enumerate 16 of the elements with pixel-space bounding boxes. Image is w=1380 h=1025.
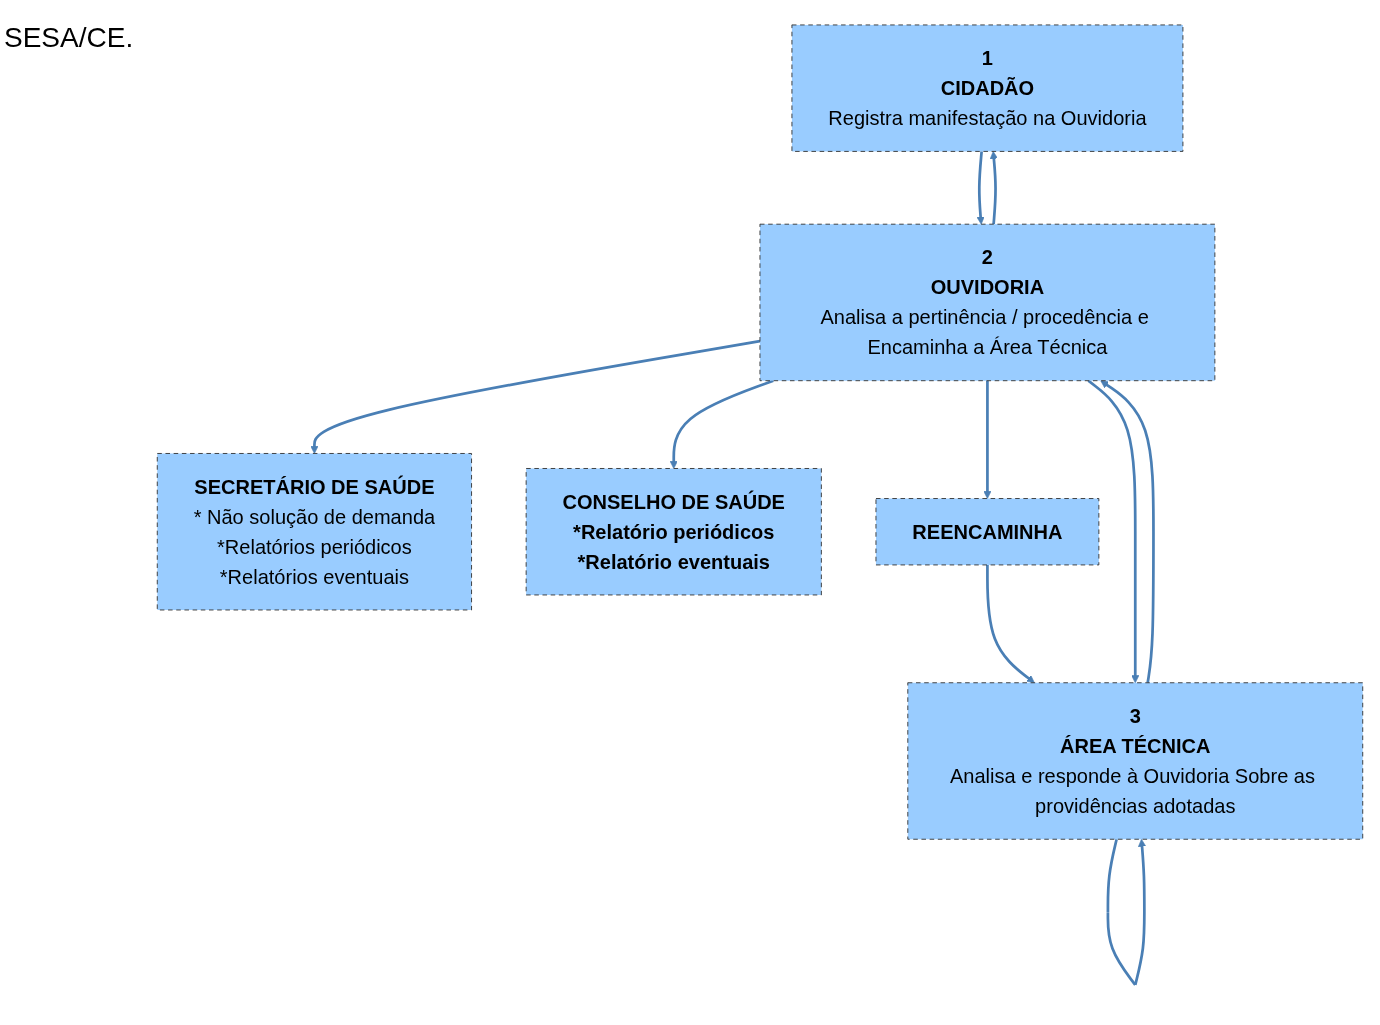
arrow [1100,380,1155,683]
arrow [1106,838,1147,986]
node-box: SECRETÁRIO DE SAÚDE * Não solução de demanda *Relatórios periódicos *Relatórios eventuais [156,453,472,611]
arrow [1087,379,1140,684]
node-box: 1 CIDADÃO Registra manifestação na Ouvidoria [791,24,1184,152]
arrow [989,151,998,225]
node-box: 2 OUVIDORIA Analisa a pertinência / procedência e Encaminha a Área Técnica [759,223,1216,382]
arrow [976,151,985,225]
arrow [310,339,761,454]
node-box: REENCAMINHA [875,498,1100,566]
arrow [983,380,992,499]
node-box: 3 ÁREA TÉCNICA Analisa e responde à Ouvidoria Sobre as providências adotadas [907,682,1364,840]
arrow [986,564,1035,684]
note-text: SESA/CE. [4,22,134,54]
arrow [669,379,774,469]
node-box: CONSELHO DE SAÚDE *Relatório periódicos *Relatório eventuais [525,468,822,596]
